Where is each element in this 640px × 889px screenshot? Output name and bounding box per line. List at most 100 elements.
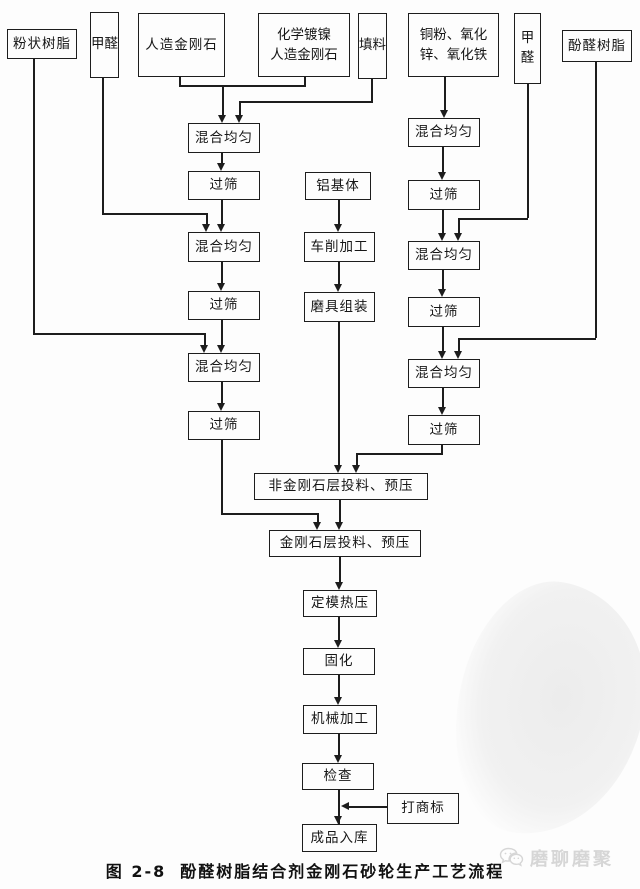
node-mix-a1: 混合均匀 xyxy=(188,123,260,153)
arrow-down-icon xyxy=(313,522,321,530)
flow-line xyxy=(239,101,373,103)
node-mix-a5: 混合均匀 xyxy=(188,353,260,382)
flow-line xyxy=(442,145,444,173)
node-powder-resin: 粉状树脂 xyxy=(7,29,77,59)
node-machining: 机械加工 xyxy=(303,705,377,734)
flow-line xyxy=(221,151,223,164)
arrow-down-icon xyxy=(202,224,210,232)
node-al-base: 铝基体 xyxy=(305,172,371,200)
flow-line xyxy=(338,615,340,641)
node-nondiamond-layer: 非金刚石层投料、预压 xyxy=(254,473,428,500)
flow-line xyxy=(356,453,358,466)
flow-line xyxy=(221,318,223,346)
flow-line xyxy=(221,438,223,514)
flow-line xyxy=(458,218,460,234)
flow-line xyxy=(347,806,387,808)
flow-line xyxy=(458,338,460,352)
flow-line xyxy=(458,218,528,220)
arrow-down-icon xyxy=(335,522,343,530)
node-curing: 固化 xyxy=(303,648,375,675)
flow-line xyxy=(206,213,208,225)
node-storage: 成品入库 xyxy=(302,824,377,852)
arrow-down-icon xyxy=(438,407,446,415)
arrow-down-icon xyxy=(438,233,446,241)
flow-line xyxy=(444,75,446,111)
node-sieve-a4: 过筛 xyxy=(188,291,260,320)
arrow-down-icon xyxy=(217,403,225,411)
arrow-down-icon xyxy=(352,465,360,473)
flow-line xyxy=(442,208,444,234)
flow-line xyxy=(179,75,181,86)
flow-line xyxy=(339,498,341,523)
flow-line xyxy=(222,85,224,116)
chat-bubbles-icon xyxy=(499,847,524,867)
node-mix-b1: 混合均匀 xyxy=(408,118,480,147)
arrow-down-icon xyxy=(454,233,462,241)
arrow-down-icon xyxy=(438,351,446,359)
arrow-down-icon xyxy=(440,110,448,118)
flow-line xyxy=(338,788,340,824)
node-mix-b5: 混合均匀 xyxy=(408,359,480,388)
node-mix-b3: 混合均匀 xyxy=(408,241,480,270)
node-ni-plated-diamond: 化学镀镍 人造金刚石 xyxy=(258,13,350,77)
node-sieve-b2: 过筛 xyxy=(408,180,480,210)
arrow-down-icon xyxy=(217,163,225,171)
brand-watermark-text: 磨聊磨聚 xyxy=(530,849,614,870)
flow-line xyxy=(102,72,104,213)
stamp-watermark xyxy=(437,567,640,852)
node-tool-assembly: 磨具组装 xyxy=(304,292,375,322)
arrow-left-icon xyxy=(341,802,349,810)
figure-number: 图 2-8 xyxy=(105,862,167,881)
flow-line xyxy=(204,333,206,346)
flow-line xyxy=(442,325,444,352)
flow-line xyxy=(442,268,444,290)
node-filler: 填料 xyxy=(358,13,387,79)
node-trademark: 打商标 xyxy=(387,793,459,824)
flow-line xyxy=(33,57,35,333)
flow-line xyxy=(338,198,340,226)
arrow-down-icon xyxy=(334,816,342,824)
flow-line xyxy=(221,380,223,404)
node-inspection: 检查 xyxy=(302,763,374,790)
flow-line xyxy=(33,333,205,335)
flow-line xyxy=(304,75,306,86)
flow-line xyxy=(441,443,443,454)
flow-line xyxy=(442,386,444,408)
arrow-down-icon xyxy=(217,283,225,291)
flow-line xyxy=(338,320,340,466)
node-hot-press: 定模热压 xyxy=(303,590,377,617)
flow-line xyxy=(239,101,241,116)
flow-line xyxy=(338,732,340,756)
flow-line xyxy=(595,60,597,338)
flow-line xyxy=(356,453,443,455)
node-sieve-b6: 过筛 xyxy=(408,415,480,445)
flow-line xyxy=(102,213,207,215)
arrow-down-icon xyxy=(335,582,343,590)
arrow-down-icon xyxy=(334,284,342,292)
arrow-down-icon xyxy=(235,115,243,123)
arrow-down-icon xyxy=(438,172,446,180)
flow-line xyxy=(221,198,223,225)
arrow-down-icon xyxy=(334,697,342,705)
flow-line xyxy=(338,260,340,286)
flow-line xyxy=(338,673,340,698)
arrow-down-icon xyxy=(334,755,342,763)
node-phenolic-resin: 酚醛树脂 xyxy=(562,30,632,62)
arrow-down-icon xyxy=(454,351,462,359)
brand-watermark: 磨聊磨聚 xyxy=(498,845,614,871)
node-sieve-a6: 过筛 xyxy=(188,411,260,440)
node-synthetic-diamond: 人造金刚石 xyxy=(138,13,225,77)
flow-line xyxy=(527,78,529,218)
arrow-down-icon xyxy=(334,465,342,473)
arrow-down-icon xyxy=(334,224,342,232)
arrow-down-icon xyxy=(200,345,208,353)
flow-line xyxy=(339,555,341,583)
arrow-down-icon xyxy=(334,640,342,648)
node-copper-oxides: 铜粉、氧化 锌、氧化铁 xyxy=(408,13,499,77)
flow-line xyxy=(221,260,223,284)
arrow-down-icon xyxy=(438,289,446,297)
node-turning: 车削加工 xyxy=(304,232,375,262)
flow-line xyxy=(317,513,319,523)
